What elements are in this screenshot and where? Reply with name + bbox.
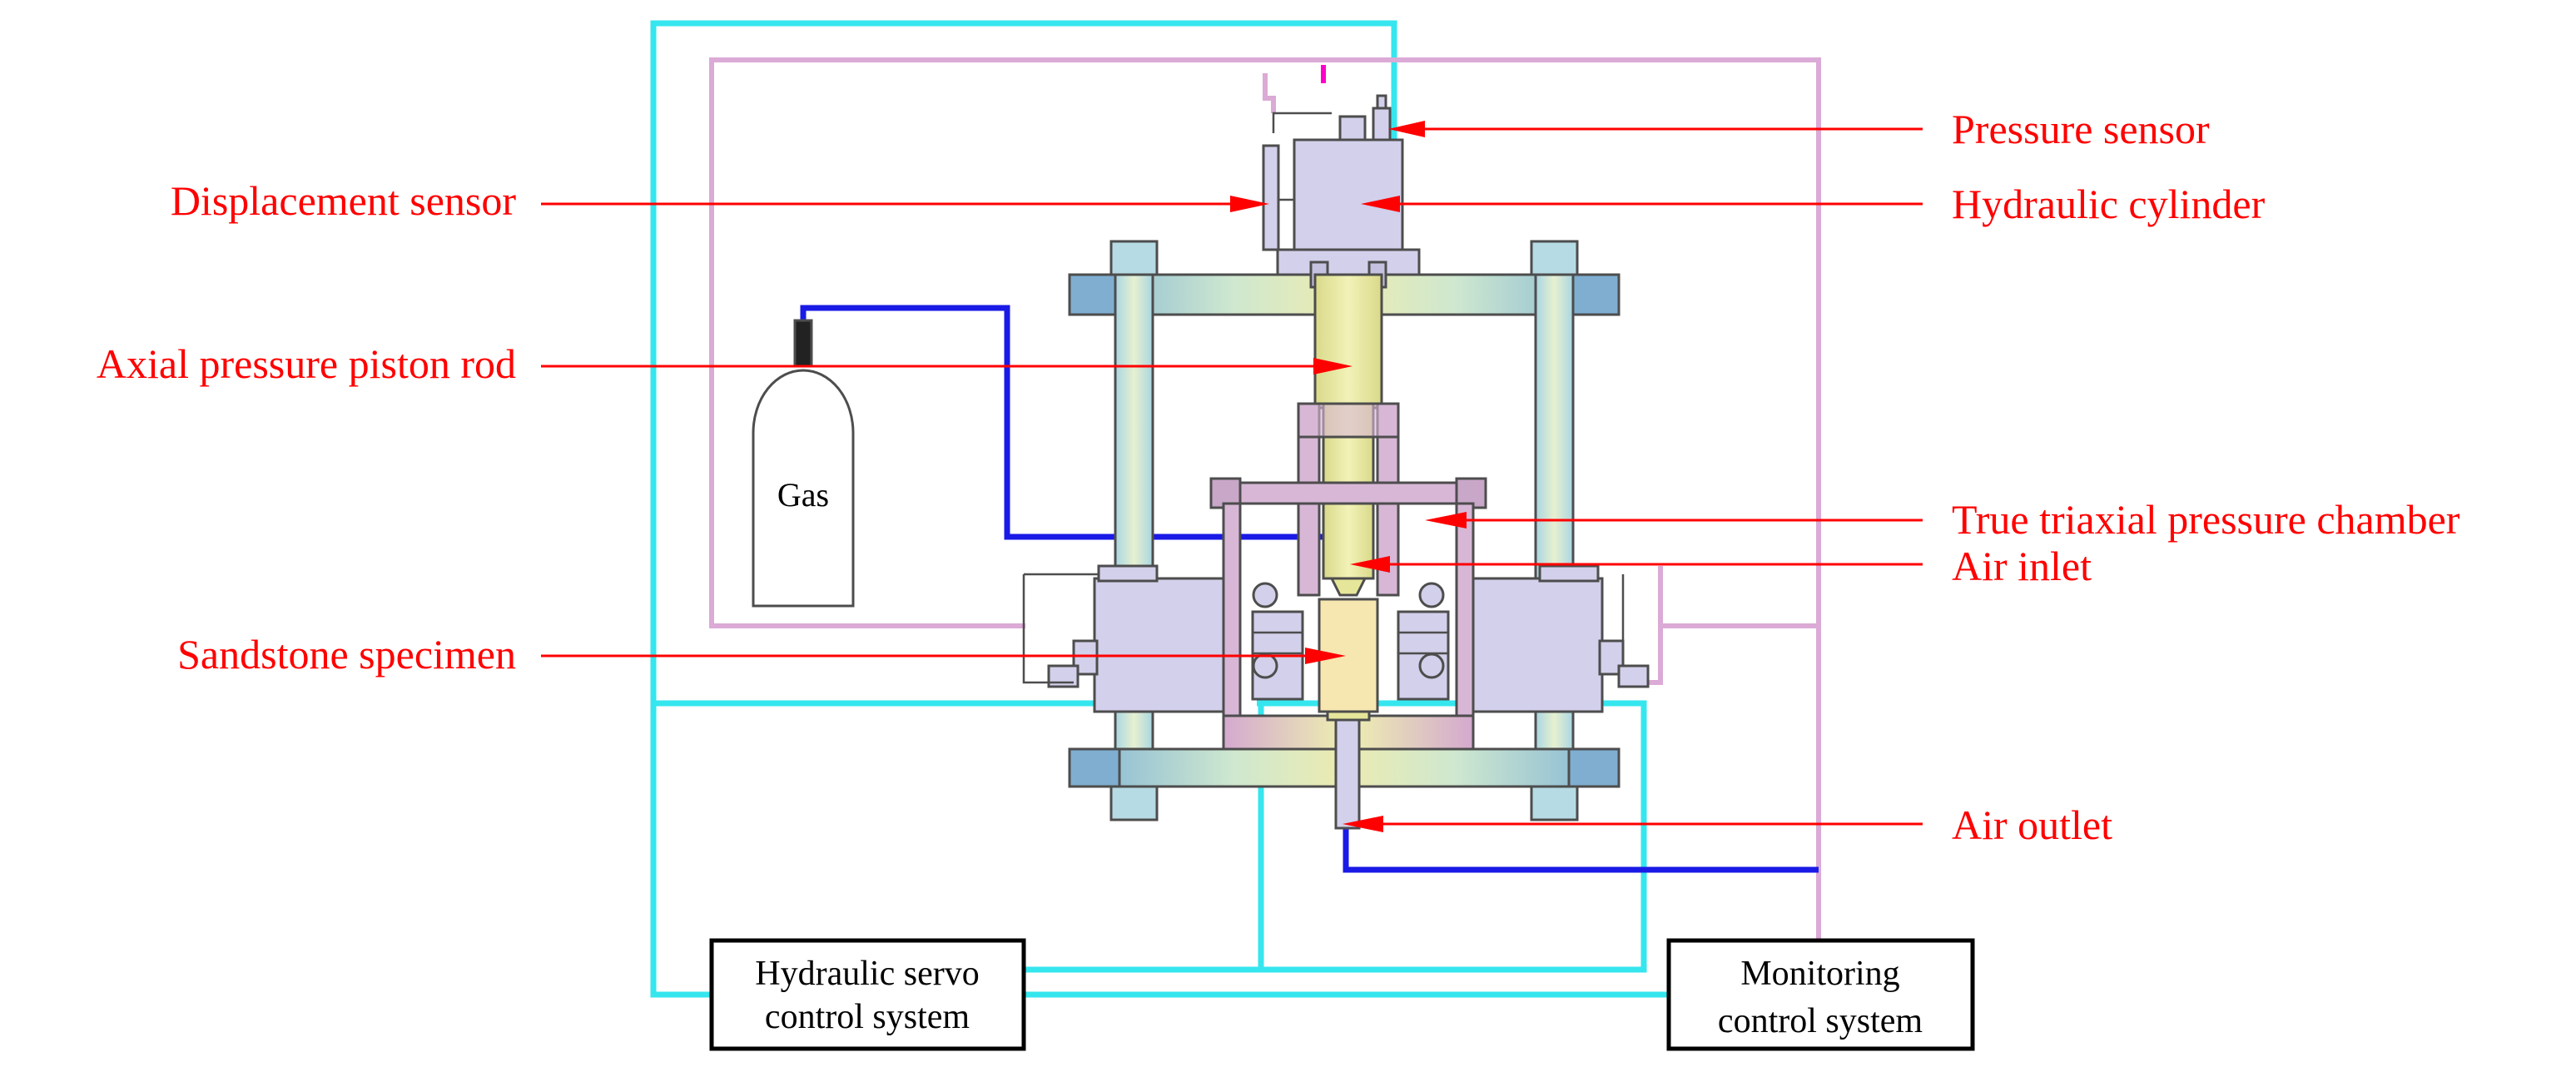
- monitoring-control-box: Monitoring control system: [1666, 938, 1975, 1051]
- leader-sandstone-specimen: [541, 648, 1346, 664]
- leader-true-triaxial-chamber: [1425, 512, 1923, 529]
- label-air-inlet: Air inlet: [1952, 543, 2092, 589]
- label-air-outlet: Air outlet: [1952, 802, 2112, 848]
- monitoring-line2: control system: [1718, 1002, 1923, 1040]
- label-true-triaxial-chamber: True triaxial pressure chamber: [1952, 496, 2460, 543]
- hydraulic-cylinder: [1272, 94, 1421, 289]
- leader-pressure-sensor: [1388, 121, 1923, 137]
- hydraulic-servo-line2: control system: [765, 998, 970, 1036]
- label-pressure-sensor: Pressure sensor: [1952, 106, 2210, 152]
- leader-axial-piston-rod: [541, 358, 1353, 375]
- label-axial-piston-rod: Axial pressure piston rod: [97, 340, 516, 387]
- gas-label: Gas: [777, 476, 829, 514]
- label-hydraulic-cylinder: Hydraulic cylinder: [1952, 181, 2266, 227]
- gas-cylinder: Gas: [752, 319, 855, 608]
- leader-hydraulic-cylinder: [1361, 196, 1923, 212]
- true-triaxial-chamber: [1022, 402, 1650, 751]
- label-sandstone-specimen: Sandstone specimen: [177, 631, 516, 677]
- air-outlet-pipe: [1334, 718, 1361, 830]
- monitoring-line1: Monitoring: [1740, 955, 1899, 993]
- leader-air-outlet: [1343, 816, 1923, 832]
- hydraulic-servo-control-box: Hydraulic servo control system: [709, 938, 1026, 1051]
- leader-displacement-sensor: [541, 196, 1269, 212]
- hydraulic-servo-line1: Hydraulic servo: [755, 955, 979, 993]
- displacement-sensor: [1262, 144, 1294, 251]
- leader-air-inlet: [1350, 556, 1923, 573]
- sandstone-specimen: [1318, 598, 1379, 722]
- label-displacement-sensor: Displacement sensor: [171, 177, 517, 224]
